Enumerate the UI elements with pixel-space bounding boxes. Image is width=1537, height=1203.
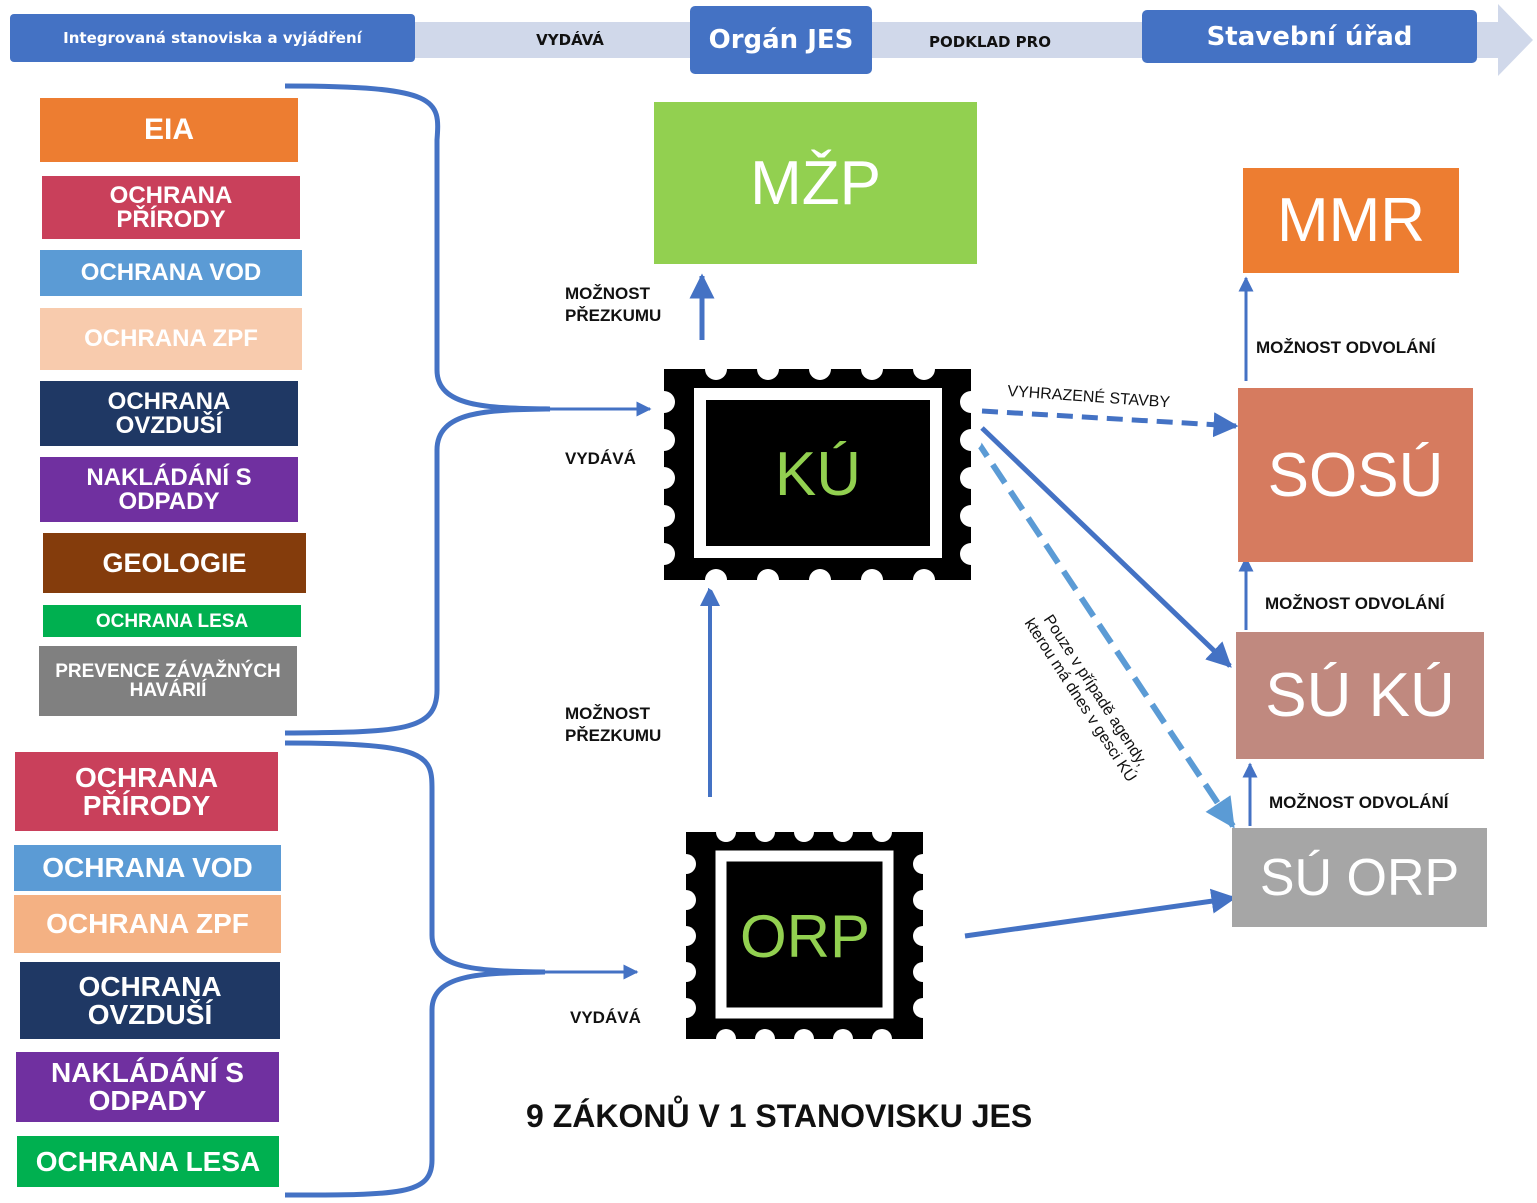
moznost-prezkumu-top-label: MOŽNOST PŘEZKUMU (565, 284, 662, 326)
upper-ochrana-lesa-box: OCHRANA LESA (43, 605, 301, 637)
ku-to-sosu-dashed-arrow (981, 408, 1239, 438)
odvolani-suku-label: MOŽNOST ODVOLÁNÍ (1269, 793, 1449, 812)
mmr-box: MMR (1243, 168, 1459, 273)
header-organ-jes-box: Orgán JES (690, 6, 872, 74)
lower-bracket (284, 740, 546, 1198)
upper-eia-box: EIA (40, 98, 298, 162)
ku-stamp-label: KÚ (714, 406, 922, 542)
header-vydava: VYDÁVÁ (536, 31, 604, 49)
moznost-prezkumu-bottom-label: MOŽNOST PŘEZKUMU (565, 704, 662, 746)
header-podklad: PODKLAD PRO (929, 33, 1051, 51)
lower-nakladani-odpady-box: NAKLÁDÁNÍ S ODPADY (16, 1052, 279, 1122)
footer-title: 9 ZÁKONŮ V 1 STANOVISKU JES (526, 1098, 1033, 1134)
ku-to-suorp-dashed-arrow (972, 436, 1236, 829)
mzp-box: MŽP (654, 102, 977, 264)
su-orp-box: SÚ ORP (1232, 828, 1487, 927)
orp-to-suorp-arrow (964, 888, 1237, 939)
lower-ochrana-prirody-box: OCHRANA PŘÍRODY (15, 752, 278, 831)
upper-bracket (284, 83, 551, 736)
orp-stamp-label: ORP (730, 868, 880, 1004)
upper-ochrana-vod-box: OCHRANA VOD (40, 250, 302, 296)
lower-ochrana-ovzdusi-box: OCHRANA OVZDUŠÍ (20, 962, 280, 1039)
vydava-ku-label: VYDÁVÁ (565, 449, 636, 468)
header-stavebni-text: Stavební úřad (1206, 21, 1413, 52)
upper-nakladani-odpady-box: NAKLÁDÁNÍ S ODPADY (40, 457, 298, 522)
header-integrated-text: Integrovaná stanoviska a vyjádření (63, 29, 362, 47)
odvolani-mmr-label: MOŽNOST ODVOLÁNÍ (1256, 338, 1436, 357)
header-stavebni-urad-box: Stavební úřad (1142, 10, 1477, 63)
header-integrated-box: Integrovaná stanoviska a vyjádření (10, 14, 415, 62)
su-ku-box: SÚ KÚ (1236, 632, 1484, 759)
odvolani-sosu-label: MOŽNOST ODVOLÁNÍ (1265, 594, 1445, 613)
lower-ochrana-zpf-box: OCHRANA ZPF (14, 895, 281, 953)
ku-to-suku-arrow (980, 426, 1232, 668)
vydava-orp-label: VYDÁVÁ (570, 1008, 641, 1027)
upper-geologie-box: GEOLOGIE (43, 533, 306, 593)
upper-ochrana-ovzdusi-box: OCHRANA OVZDUŠÍ (40, 381, 298, 446)
lower-ochrana-lesa-box: OCHRANA LESA (17, 1136, 279, 1187)
header-organ-jes-text: Orgán JES (708, 25, 854, 55)
upper-ochrana-prirody-box: OCHRANA PŘÍRODY (42, 176, 300, 239)
upper-prevence-haverii-box: PREVENCE ZÁVAŽNÝCH HAVÁRIÍ (39, 646, 297, 716)
sosu-box: SOSÚ (1238, 388, 1473, 562)
lower-ochrana-vod-box: OCHRANA VOD (14, 845, 281, 891)
upper-ochrana-zpf-box: OCHRANA ZPF (40, 308, 302, 370)
